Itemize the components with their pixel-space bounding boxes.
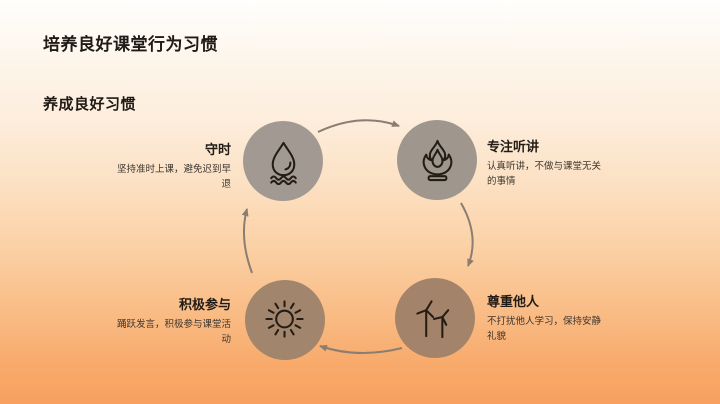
sun-icon (264, 299, 304, 338)
arrow-bottom (319, 344, 403, 354)
node-participation: 积极参与 踊跃发言，积极参与课堂活动 (111, 294, 231, 347)
node-description-punctuality: 坚持准时上课，避免迟到早退 (116, 164, 231, 191)
node-respect: 尊重他人 不打扰他人学习，保持安静礼貌 (487, 291, 607, 344)
node-circle-participation (245, 280, 325, 360)
node-punctuality: 守时 坚持准时上课，避免迟到早退 (111, 139, 231, 192)
node-label-participation: 积极参与 (178, 297, 231, 312)
node-description-participation: 踊跃发言，积极参与课堂活动 (116, 319, 231, 346)
slide-title: 培养良好课堂行为习惯 (43, 35, 218, 54)
node-description-respect: 不打扰他人学习，保持安静礼貌 (487, 316, 602, 343)
water-drop-icon (269, 141, 297, 185)
node-label-focus: 专注听讲 (487, 139, 540, 154)
node-label-punctuality: 守时 (204, 142, 231, 157)
node-focus: 专注听讲 认真听讲，不做与课堂无关的事情 (487, 136, 607, 189)
node-circle-punctuality (243, 121, 323, 201)
node-circle-focus (397, 120, 477, 200)
node-label-respect: 尊重他人 (487, 294, 540, 309)
flame-icon (422, 139, 452, 181)
arrow-right (460, 202, 474, 267)
node-circle-respect (395, 278, 475, 358)
node-description-focus: 认真听讲，不做与课堂无关的事情 (487, 161, 602, 188)
arrow-top (317, 119, 400, 133)
wind-turbine-icon (415, 299, 449, 338)
arrow-left (241, 208, 253, 274)
section-heading: 养成良好习惯 (43, 96, 137, 113)
